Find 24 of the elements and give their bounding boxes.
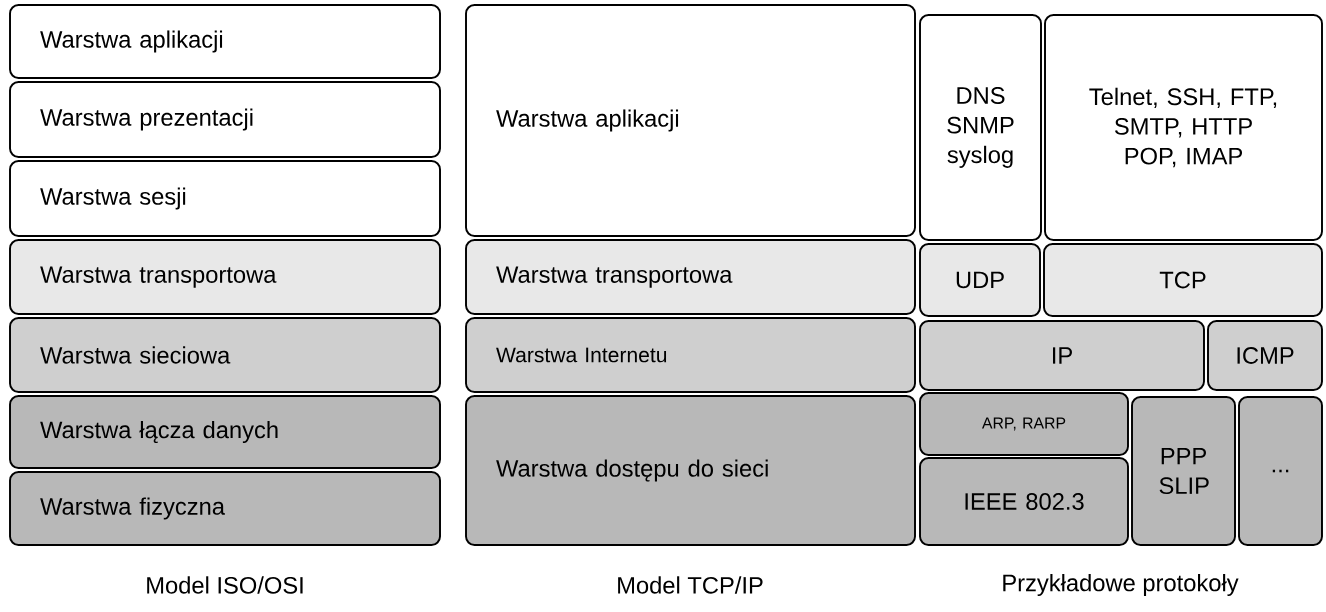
protocol-box: Telnet, SSH, FTP, SMTP, HTTP POP, IMAP	[1044, 14, 1323, 241]
protocol-box: ICMP	[1207, 320, 1323, 391]
protocol-box: IP	[919, 320, 1205, 391]
layer-box: Warstwa łącza danych	[9, 395, 441, 469]
protocol-box: ARP, RARP	[919, 392, 1129, 456]
layer-box: Warstwa Internetu	[465, 317, 916, 393]
layer-box: Warstwa sesji	[9, 160, 441, 237]
layer-box: Warstwa dostępu do sieci	[465, 395, 916, 546]
layer-box: Warstwa transportowa	[9, 239, 441, 315]
protocol-box: TCP	[1043, 243, 1323, 317]
column-caption: Model ISO/OSI	[147, 576, 303, 594]
column-caption: Przykładowe protokoły	[1003, 573, 1239, 597]
column-caption: Model TCP/IP	[618, 576, 763, 594]
layer-box: Warstwa transportowa	[465, 239, 916, 315]
layer-box: Warstwa fizyczna	[9, 471, 441, 546]
layer-box: Warstwa aplikacji	[9, 4, 441, 79]
layer-box: Warstwa sieciowa	[9, 317, 441, 393]
protocol-box: PPP SLIP	[1131, 396, 1236, 546]
layer-box: Warstwa aplikacji	[465, 4, 916, 237]
protocol-box: UDP	[919, 243, 1041, 317]
protocol-box: IEEE 802.3	[919, 457, 1129, 546]
protocol-box: DNS SNMP syslog	[919, 14, 1042, 241]
protocol-box: ...	[1238, 396, 1323, 546]
layer-box: Warstwa prezentacji	[9, 81, 441, 158]
